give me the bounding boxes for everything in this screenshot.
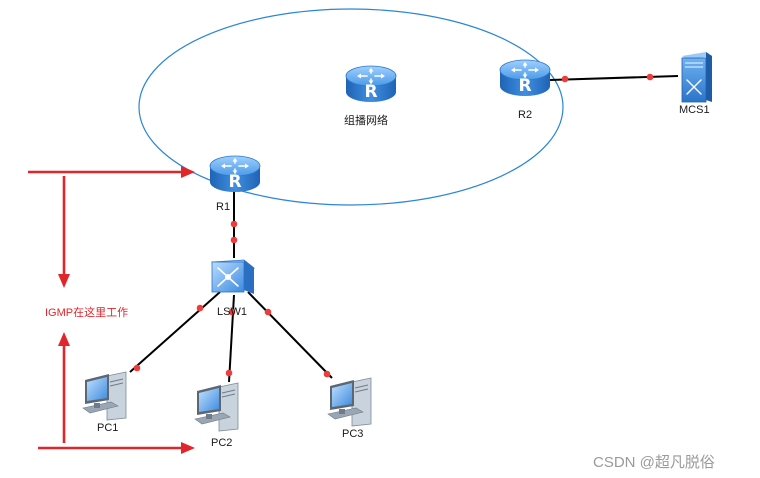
router-icon-multicast[interactable] (345, 65, 397, 103)
label-pc1: PC1 (97, 422, 119, 434)
port-dot (228, 308, 236, 316)
port-dot (230, 236, 238, 244)
port-dot (561, 75, 569, 83)
label-r2: R2 (518, 109, 533, 121)
port-dot (196, 304, 204, 312)
port-dot (323, 370, 331, 378)
igmp-annotation: IGMP在这里工作 (45, 307, 129, 319)
label-r1: R1 (216, 201, 231, 213)
router-icon-r2[interactable] (499, 59, 551, 97)
switch-icon-lsw1[interactable] (210, 259, 256, 294)
pc-icon-pc2[interactable] (194, 382, 239, 432)
router-icon-r1[interactable] (209, 155, 261, 193)
label-pc2: PC2 (211, 437, 233, 449)
port-dot (133, 364, 141, 372)
server-icon-mcs1[interactable] (681, 52, 712, 103)
label-multicast-network: 组播网络 (344, 115, 388, 127)
label-pc3: PC3 (342, 428, 364, 440)
link-lsw1-pc1 (129, 291, 221, 373)
arrowhead-down (58, 274, 70, 288)
pc-icon-pc3[interactable] (327, 377, 372, 427)
multicast-domain-ellipse (138, 8, 564, 206)
link-lsw1-pc3 (247, 291, 333, 379)
pc-icon-pc1[interactable] (82, 371, 127, 421)
port-dot (646, 73, 654, 81)
label-mcs1: MCS1 (679, 104, 710, 116)
port-dot (230, 220, 238, 228)
arrowhead-right-bottom (181, 442, 195, 454)
port-dot (225, 369, 233, 377)
arrowhead-up (58, 332, 70, 346)
label-lsw1: LSW1 (217, 306, 247, 318)
port-dot (264, 308, 272, 316)
link-r2-mcs1 (549, 75, 679, 81)
arrowhead-right-top (181, 166, 195, 178)
csdn-watermark: CSDN @超凡脱俗 (593, 454, 715, 471)
